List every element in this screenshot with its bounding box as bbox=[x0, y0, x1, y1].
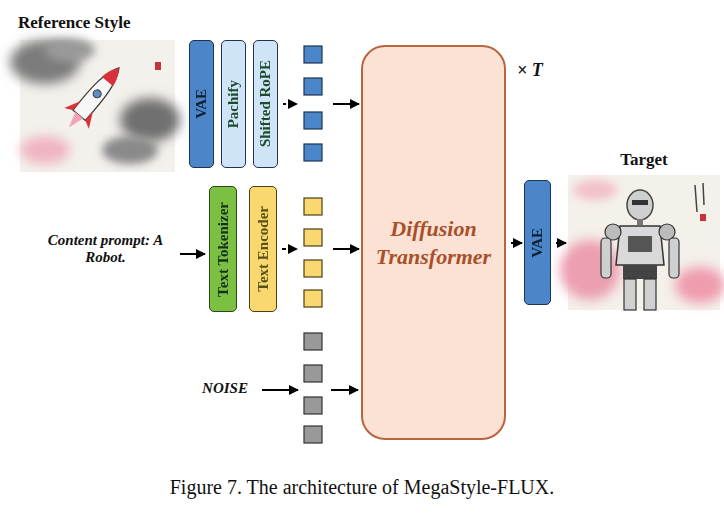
token bbox=[304, 290, 322, 307]
input-arrow bbox=[262, 389, 298, 391]
target-illustration bbox=[560, 175, 724, 310]
ink-cloud bbox=[102, 136, 158, 164]
annotation-label: NOISE bbox=[190, 380, 260, 397]
input-arrow bbox=[331, 389, 358, 391]
module-box: VAE bbox=[524, 180, 551, 305]
rocket-nose bbox=[102, 63, 124, 86]
input-arrow bbox=[180, 253, 205, 255]
robot-leg bbox=[624, 279, 636, 310]
token bbox=[304, 198, 322, 215]
robot-visor bbox=[632, 200, 648, 205]
annotation-label: × T bbox=[510, 60, 550, 81]
token bbox=[304, 397, 322, 414]
module-label: Shifted RoPE bbox=[258, 60, 273, 147]
robot-arm bbox=[601, 238, 611, 278]
image-heading: Reference Style bbox=[18, 13, 131, 33]
robot-leg bbox=[644, 279, 656, 310]
flow-arrow bbox=[556, 242, 566, 244]
text-tokens bbox=[304, 198, 322, 307]
token bbox=[304, 229, 322, 246]
arrow-head bbox=[288, 99, 298, 109]
module-label: Pachify bbox=[226, 80, 241, 128]
image-frame: Reference Style bbox=[20, 40, 175, 172]
arrow-head bbox=[288, 244, 298, 254]
seal bbox=[700, 214, 706, 221]
robot-neck bbox=[637, 219, 643, 225]
token bbox=[304, 78, 322, 95]
ink-cloud bbox=[45, 38, 95, 62]
noise-tokens bbox=[304, 333, 322, 443]
module-label: Diffusion Transformer bbox=[369, 215, 499, 270]
image-frame: Target bbox=[568, 175, 720, 310]
rocket-flame bbox=[65, 112, 83, 131]
pink-wash bbox=[675, 267, 724, 303]
rocket-fin bbox=[64, 96, 99, 129]
robot-arm bbox=[669, 238, 679, 278]
robot-torso bbox=[616, 226, 664, 265]
robot-hip bbox=[623, 265, 657, 279]
image-heading: Target bbox=[568, 150, 720, 170]
token bbox=[304, 365, 322, 382]
module-box: Text Tokenizer bbox=[209, 186, 237, 312]
flow-arrow bbox=[283, 103, 359, 105]
ink-cloud bbox=[120, 98, 180, 142]
module-label: Text Tokenizer bbox=[216, 202, 231, 297]
module-box: Shifted RoPE bbox=[253, 40, 278, 168]
annotation-label: Content prompt: A Robot. bbox=[38, 232, 173, 266]
reference-illustration bbox=[10, 38, 180, 172]
rocket-window bbox=[92, 88, 103, 99]
token bbox=[304, 112, 322, 129]
transformer-block: Diffusion Transformer bbox=[361, 45, 506, 440]
rocket bbox=[57, 58, 132, 138]
module-box: Text Encoder bbox=[249, 186, 277, 312]
token bbox=[304, 333, 322, 350]
module-box: Pachify bbox=[221, 40, 246, 168]
robot bbox=[601, 190, 679, 310]
seal bbox=[155, 62, 161, 70]
module-label: VAE bbox=[194, 89, 209, 119]
pink-wash bbox=[573, 180, 617, 200]
robot-chest bbox=[628, 236, 652, 252]
module-label: Text Encoder bbox=[256, 206, 271, 292]
module-label: VAE bbox=[530, 228, 545, 258]
token bbox=[304, 144, 322, 161]
robot-head bbox=[627, 190, 653, 220]
flow-arrow bbox=[511, 242, 522, 244]
flow-arrow bbox=[282, 248, 359, 250]
token bbox=[304, 260, 322, 277]
module-box: VAE bbox=[189, 40, 214, 168]
brush-strokes bbox=[695, 183, 704, 212]
figure-caption: Figure 7. The architecture of MegaStyle-… bbox=[0, 476, 724, 499]
exhaust bbox=[20, 136, 70, 164]
rocket-body bbox=[73, 62, 126, 120]
token bbox=[304, 46, 322, 63]
style-tokens bbox=[304, 46, 322, 161]
token bbox=[304, 426, 322, 443]
